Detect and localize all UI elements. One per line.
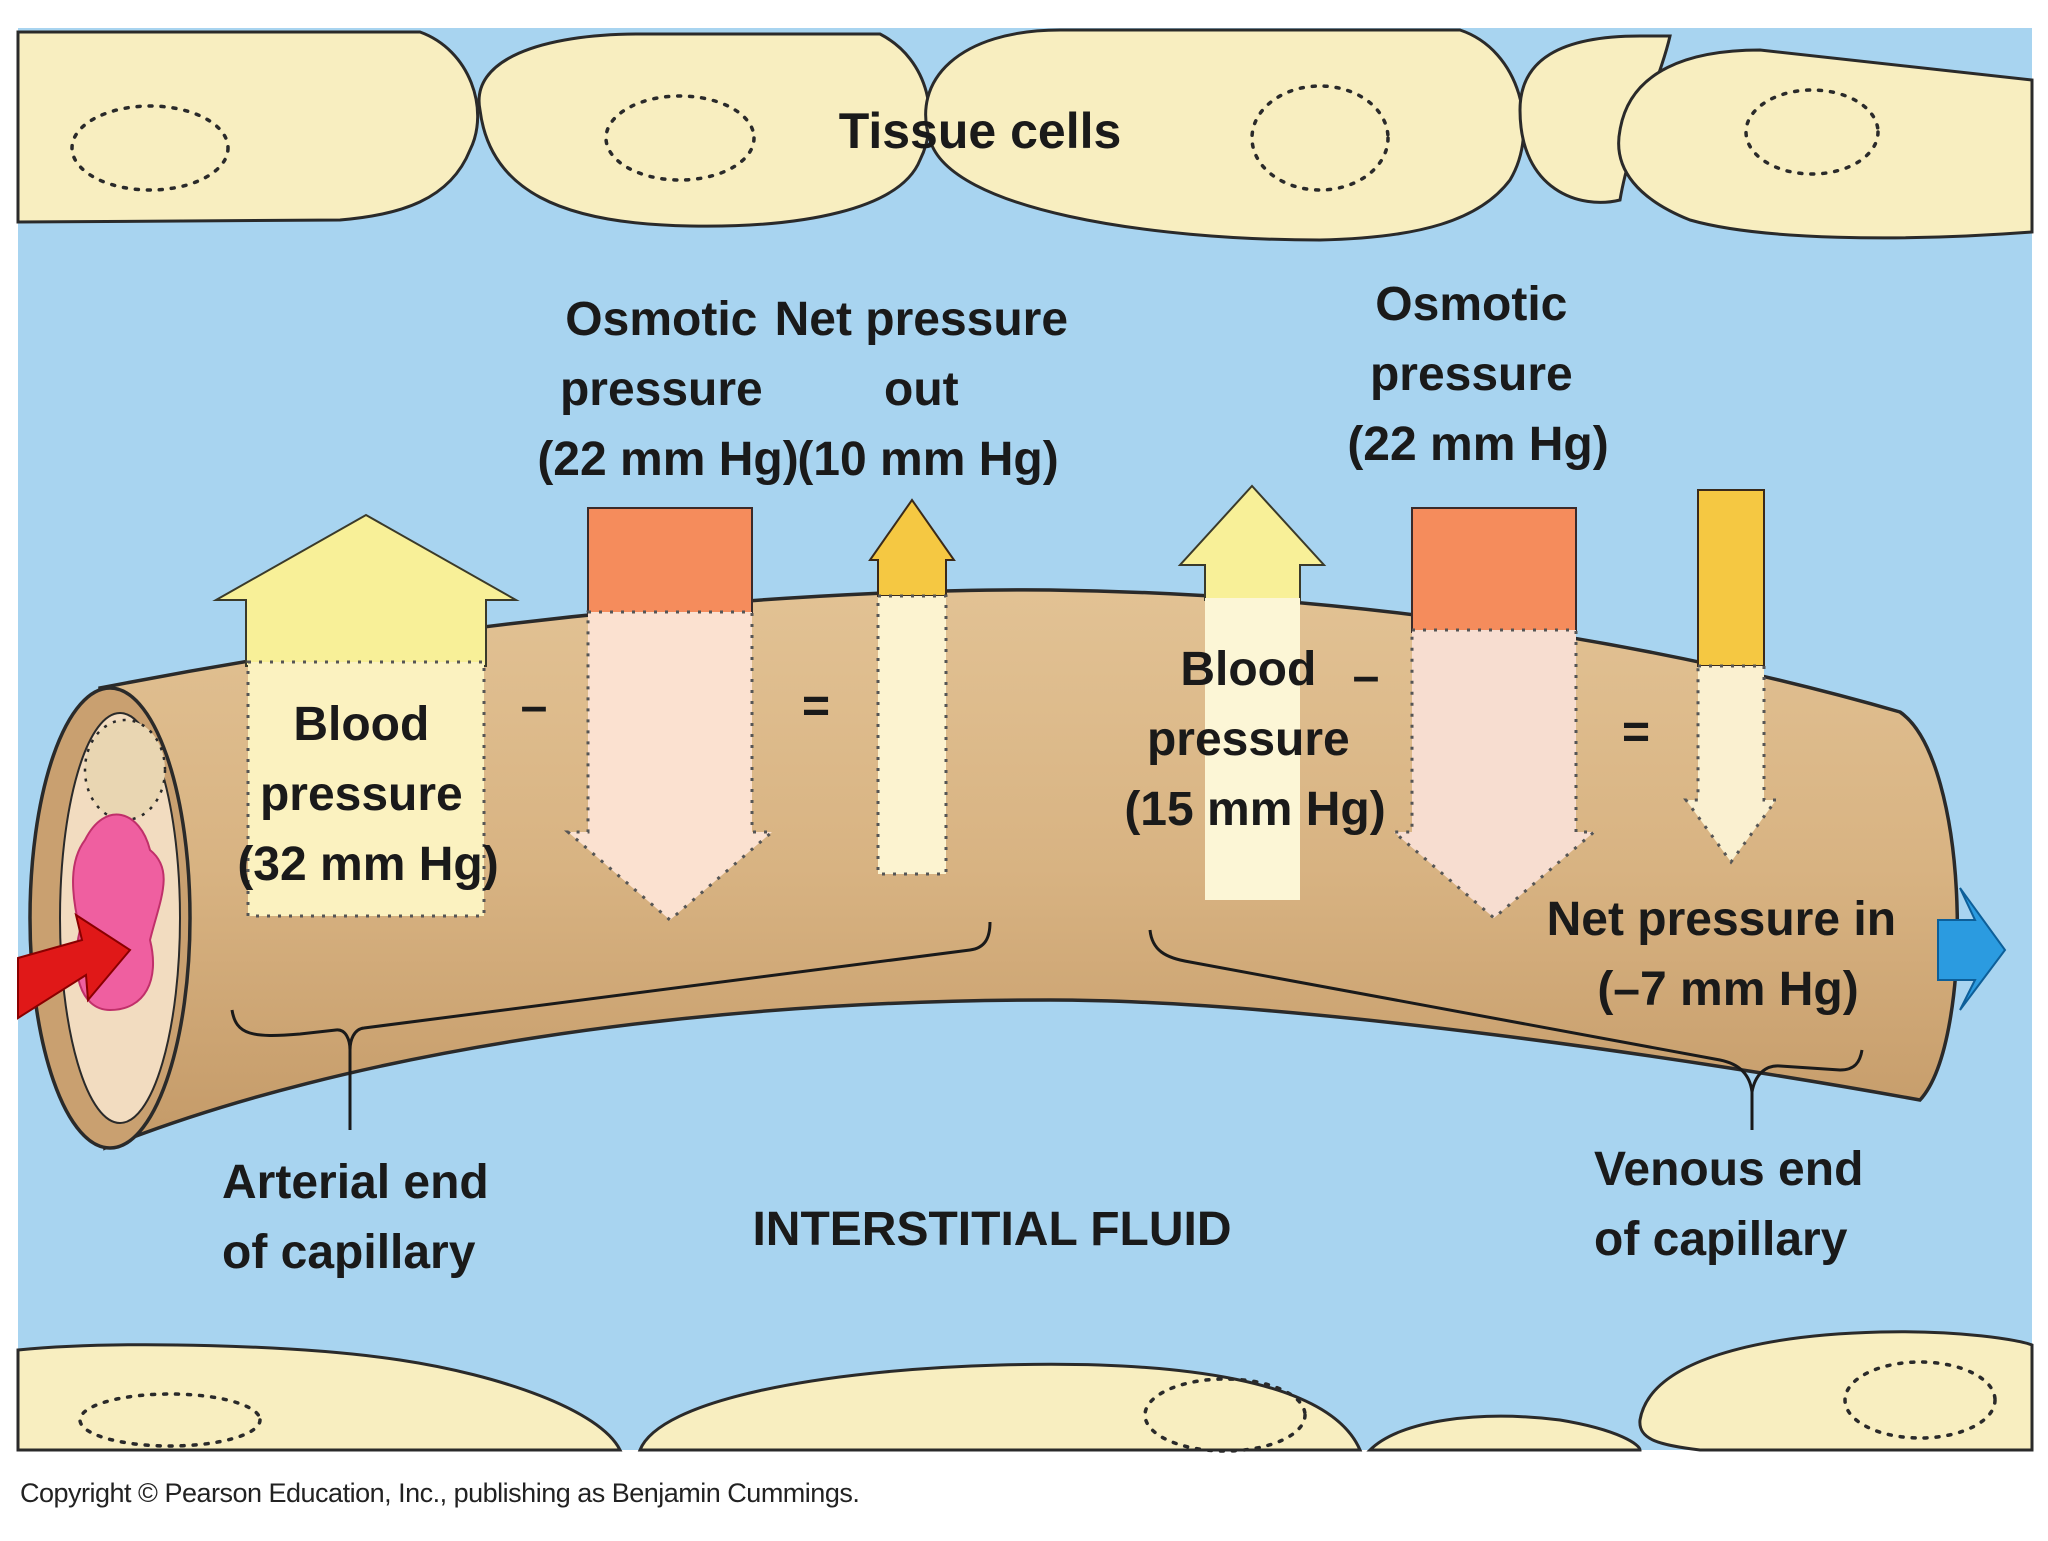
label-line: (15 mm Hg) <box>1124 783 1385 836</box>
label-line: (32 mm Hg) <box>237 838 498 891</box>
net-pressure-in-bar <box>1683 489 1779 865</box>
tissue-cell <box>924 28 1526 242</box>
arterial-osmotic-pressure-label: Osmotic pressure (22 mm Hg) <box>537 293 798 486</box>
venous-minus-sign: – <box>1353 650 1380 703</box>
label-line: of capillary <box>222 1226 476 1279</box>
label-line: Osmotic <box>1375 278 1567 331</box>
label-line: pressure <box>260 768 463 821</box>
venous-end-label: Venous end of capillary <box>1594 1143 1877 1266</box>
cell-nucleus <box>1143 1377 1307 1453</box>
arterial-minus-sign: – <box>521 680 548 733</box>
label-line: Blood <box>1180 643 1316 696</box>
top-tissue-cells <box>16 28 2034 242</box>
tissue-cell <box>637 1362 1363 1452</box>
arterial-end-bracket <box>230 921 992 1051</box>
net-pressure-in-label: Net pressure in (–7 mm Hg) <box>1547 893 1910 1016</box>
label-line: Osmotic <box>565 293 757 346</box>
label-line: Blood <box>293 698 429 751</box>
label-line: out <box>884 363 959 416</box>
interstitial-fluid-label: INTERSTITIAL FLUID <box>752 1203 1231 1256</box>
label-line: (22 mm Hg) <box>1347 418 1608 471</box>
tissue-cell <box>1617 48 2034 240</box>
label-line: pressure <box>1370 348 1573 401</box>
arterial-blood-pressure-arrow <box>212 513 520 918</box>
cell-nucleus <box>604 94 756 182</box>
tissue-cell <box>16 30 480 224</box>
label-line: (22 mm Hg) <box>537 433 798 486</box>
cell-nucleus <box>78 1392 262 1448</box>
venous-blood-pressure-arrow <box>1177 484 1327 900</box>
label-line: pressure <box>1147 713 1350 766</box>
net-pressure-out-label: Net pressure out (10 mm Hg) <box>775 293 1082 486</box>
bottom-tissue-cells <box>16 1330 2034 1453</box>
venous-blood-pressure-label: Blood pressure (15 mm Hg) <box>1124 643 1385 836</box>
label-line: (–7 mm Hg) <box>1597 963 1858 1016</box>
arterial-end-label: Arterial end of capillary <box>222 1156 502 1279</box>
tissue-cells-label: Tissue cells <box>839 103 1122 159</box>
label-line: of capillary <box>1594 1213 1848 1266</box>
venous-osmotic-pressure-block <box>1389 507 1599 920</box>
venous-equals-sign: = <box>1622 706 1650 759</box>
tissue-cell <box>1366 1414 1642 1452</box>
cell-nucleus <box>1744 88 1880 176</box>
blood-flow-out-arrow <box>1937 887 2007 1011</box>
cell-nucleus <box>70 104 230 192</box>
blood-cell-cross-section <box>83 718 167 822</box>
cell-nucleus <box>1843 1360 1997 1440</box>
arterial-blood-pressure-label: Blood pressure (32 mm Hg) <box>237 698 498 891</box>
arterial-osmotic-pressure-block <box>563 507 777 922</box>
copyright-notice: Copyright © Pearson Education, Inc., pub… <box>20 1478 860 1508</box>
label-line: (10 mm Hg) <box>797 433 1058 486</box>
cell-nucleus <box>1250 84 1390 192</box>
blood-flow-in-arrow <box>17 912 132 1020</box>
label-line: Venous end <box>1594 1143 1863 1196</box>
arterial-equals-sign: = <box>802 680 830 733</box>
label-line: Net pressure in <box>1547 893 1896 946</box>
tissue-cell <box>16 1343 623 1452</box>
label-line: Arterial end <box>222 1156 489 1209</box>
label-line: pressure <box>560 363 763 416</box>
label-line: Net pressure <box>775 293 1068 346</box>
venous-osmotic-pressure-label: Osmotic pressure (22 mm Hg) <box>1347 278 1608 471</box>
tissue-cell <box>477 32 932 228</box>
net-pressure-out-arrow <box>868 498 956 876</box>
